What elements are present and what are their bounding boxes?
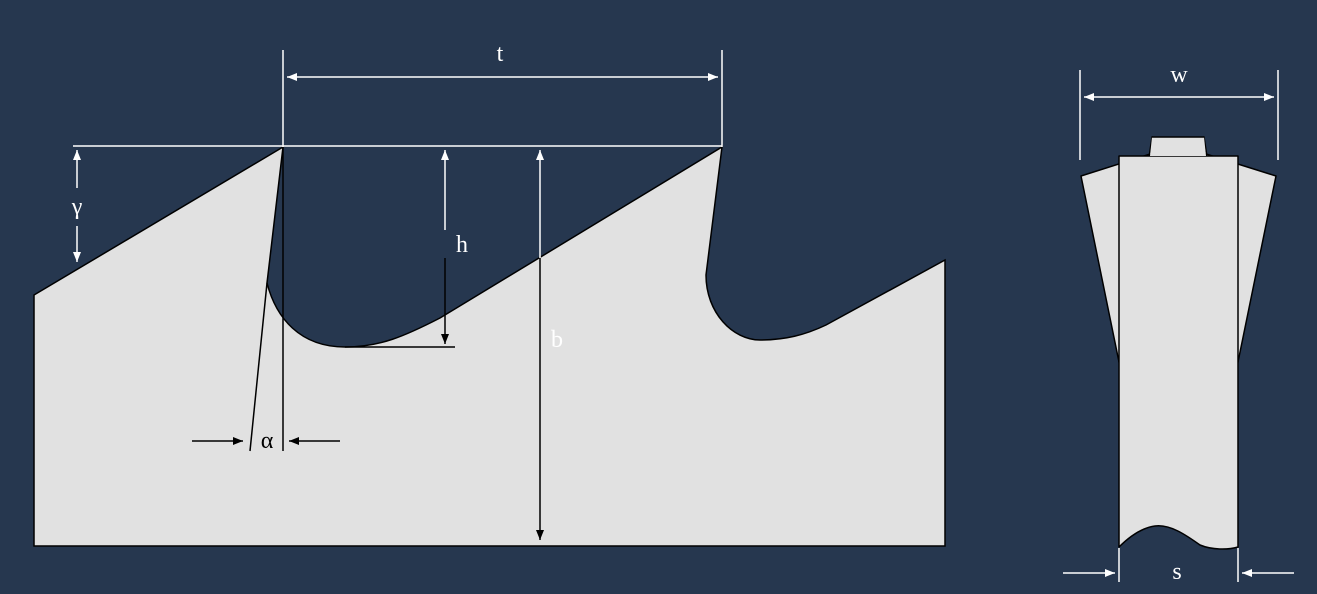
h-label: h xyxy=(456,232,468,258)
gamma-label: γ xyxy=(71,194,83,220)
b-label: b xyxy=(551,327,563,353)
front-view: w s xyxy=(1063,62,1294,585)
w-label: w xyxy=(1170,62,1188,88)
alpha-label: α xyxy=(261,428,274,454)
blade-body-front xyxy=(1118,155,1239,550)
side-view: t γ h b α xyxy=(33,41,946,547)
t-label: t xyxy=(497,41,504,67)
tooth-tip-front xyxy=(1150,137,1206,156)
s-label: s xyxy=(1172,559,1181,585)
alpha-face-line xyxy=(249,282,268,452)
blade-profile xyxy=(33,145,946,547)
